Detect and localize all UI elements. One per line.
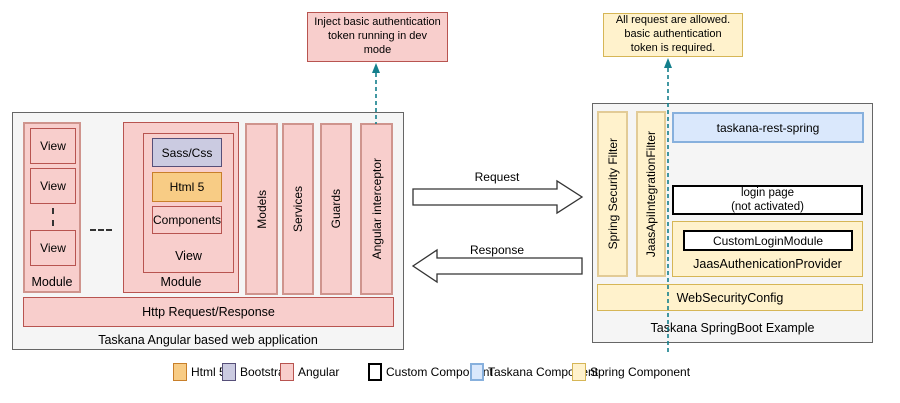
auth-note-arrowhead-icon — [664, 58, 672, 68]
request-label: Request — [474, 170, 520, 184]
guards-label: Guards — [329, 189, 343, 229]
request-arrow-icon — [412, 179, 584, 215]
springboot-title: Taskana SpringBoot Example — [650, 321, 815, 335]
legend-item-taskana: Taskana Component — [470, 362, 598, 382]
spring-swatch-icon — [572, 363, 586, 381]
auth-required-note: All request are allowed. basic authentic… — [603, 13, 743, 57]
module2-label: Module — [160, 275, 202, 289]
module1-view3: View — [30, 230, 76, 266]
vertical-ellipsis — [52, 208, 54, 226]
web-security-config-label: WebSecurityConfig — [676, 290, 784, 305]
components-label: Components — [152, 213, 222, 227]
http-request-response-bar: Http Request/Response — [23, 297, 394, 327]
module2-view-label: View — [175, 249, 202, 263]
legend-label: Angular — [298, 365, 340, 379]
module1-view1: View — [30, 128, 76, 164]
web-security-config-bar: WebSecurityConfig — [597, 284, 863, 311]
angular-interceptor-bar: Angular interceptor — [360, 123, 393, 295]
guards-bar: Guards — [320, 123, 352, 295]
dev-note-arrowhead-icon — [372, 63, 380, 73]
view-label: View — [40, 139, 66, 153]
custom-login-module-label: CustomLoginModule — [712, 233, 824, 248]
response-label: Response — [469, 243, 525, 257]
login-page-box: login page (not activated) — [672, 185, 863, 215]
dev-token-note-text: Inject basic authentication token runnin… — [314, 16, 441, 56]
models-bar: Models — [245, 123, 278, 295]
horizontal-ellipsis — [90, 229, 112, 231]
login-page-label: login page (not activated) — [731, 186, 804, 213]
bootstrap-swatch-icon — [222, 363, 236, 381]
legend-label: Spring Component — [590, 365, 691, 379]
angular-swatch-icon — [280, 363, 294, 381]
module1-label: Module — [31, 275, 73, 289]
dev-token-note: Inject basic authentication token runnin… — [307, 12, 448, 62]
services-bar: Services — [282, 123, 314, 295]
view-label: View — [40, 179, 66, 193]
taskana-rest-spring-label: taskana-rest-spring — [716, 120, 820, 135]
legend-item-bootstrap: Bootstrap — [222, 362, 291, 382]
html5-label: Html 5 — [169, 180, 205, 194]
http-request-response-label: Http Request/Response — [142, 305, 275, 319]
auth-required-note-text: All request are allowed. basic authentic… — [615, 14, 731, 54]
services-label: Services — [291, 185, 305, 232]
legend-label: Bootstrap — [240, 365, 292, 379]
legend-item-html5: Html 5 — [173, 362, 226, 382]
legend-item-spring: Spring Component — [572, 362, 690, 382]
html5-swatch-icon — [173, 363, 187, 381]
spring-security-filter-label: Spring Security Filter — [605, 138, 620, 250]
jaas-api-integration-filter-bar: JaasApiIntegrationFilter — [636, 111, 666, 277]
spring-security-filter-bar: Spring Security Filter — [597, 111, 628, 277]
custom-swatch-icon — [368, 363, 382, 381]
jaas-api-integration-filter-label: JaasApiIntegrationFilter — [644, 130, 658, 258]
html5-box: Html 5 — [152, 172, 222, 202]
view-label: View — [40, 241, 66, 255]
legend-item-custom: Custom Component — [368, 362, 493, 382]
sass-css-box: Sass/Css — [152, 138, 222, 167]
legend-label: Html 5 — [191, 365, 226, 379]
legend-label: Taskana Component — [488, 365, 599, 379]
legend-label: Custom Component — [386, 365, 493, 379]
module1-view2: View — [30, 168, 76, 204]
taskana-rest-spring-box: taskana-rest-spring — [672, 112, 864, 143]
legend-item-angular: Angular — [280, 362, 339, 382]
taskana-swatch-icon — [470, 363, 484, 381]
custom-login-module-box: CustomLoginModule — [683, 230, 853, 251]
jaas-authentication-provider-label: JaasAuthenicationProvider — [693, 257, 842, 271]
models-label: Models — [254, 189, 269, 229]
sass-css-label: Sass/Css — [161, 145, 213, 160]
angular-app-title: Taskana Angular based web application — [98, 333, 318, 347]
angular-interceptor-label: Angular interceptor — [369, 158, 384, 260]
components-box: Components — [152, 206, 222, 234]
